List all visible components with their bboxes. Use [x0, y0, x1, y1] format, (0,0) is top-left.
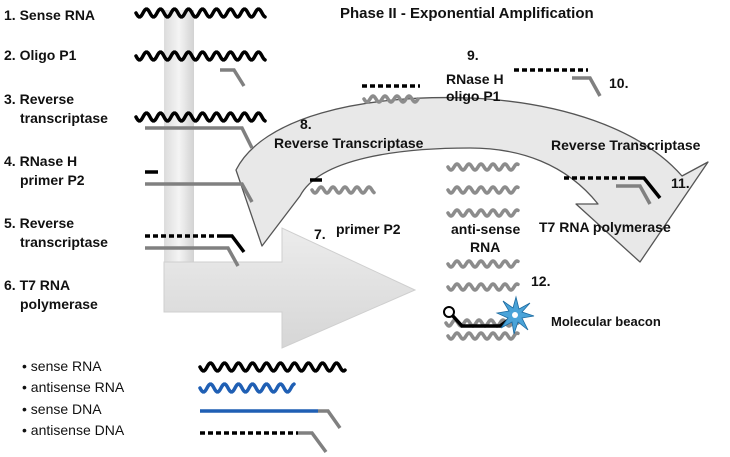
step-list: 1. Sense RNA 2. Oligo P1 3. Reverse tran… [4, 7, 108, 312]
svg-text:• antisense RNA: • antisense RNA [22, 379, 125, 395]
legend-label: sense DNA [31, 401, 102, 417]
legend-item-antisense-dna: • antisense DNA [22, 422, 328, 454]
legend-swatch-sense-rna [198, 361, 347, 373]
step-3-label: 3. Reverse [4, 91, 74, 107]
cycle-molecules [310, 68, 662, 341]
molecular-beacon-icon [443, 295, 535, 335]
center-label-line1: anti-sense [451, 221, 520, 237]
legend-bullet: • [22, 379, 27, 395]
step-3-label-line2: transcriptase [20, 110, 108, 126]
legend-swatch-antisense-rna [198, 382, 296, 394]
step-2-label: 2. Oligo P1 [4, 47, 77, 63]
legend-bullet: • [22, 422, 27, 438]
cycle-labels: 9. RNase H oligo P1 10. 8. Reverse Trans… [274, 47, 701, 329]
sense-rna-wave [134, 7, 267, 19]
legend-label: antisense RNA [31, 379, 125, 395]
sense-rna-wave [134, 50, 267, 62]
step-9-num: 9. [467, 47, 479, 63]
antisense-rna-wave [446, 208, 520, 218]
legend-item-antisense-rna: • antisense RNA [22, 379, 296, 395]
step-molecules [134, 7, 267, 267]
step-5-label-line2: transcriptase [20, 234, 108, 250]
legend-label: antisense DNA [31, 422, 125, 438]
step-9-line2: oligo P1 [446, 88, 501, 104]
sense-dna-strand [145, 126, 254, 149]
svg-text:• antisense DNA: • antisense DNA [22, 422, 125, 438]
antisense-dna-tail [628, 176, 662, 200]
step-12-num: 12. [531, 273, 550, 289]
oligo-p1 [572, 76, 602, 97]
step-11-bottom-label: T7 RNA polymerase [539, 219, 671, 235]
step-6-label: 6. T7 RNA [4, 277, 70, 293]
svg-text:• sense RNA: • sense RNA [22, 358, 102, 374]
step-4-label: 4. RNase H [4, 153, 77, 169]
oligo-p1 [220, 68, 246, 87]
legend-item-sense-rna: • sense RNA [22, 358, 347, 374]
step-6-label-line2: polymerase [20, 296, 98, 312]
sense-dna-strand [145, 246, 240, 267]
legend-swatch-antisense-dna-tail [298, 431, 328, 454]
legend-label: sense RNA [31, 358, 102, 374]
page-title: Phase II - Exponential Amplification [340, 5, 594, 22]
step-8-label: Reverse Transcriptase [274, 135, 424, 151]
step-8-num: 8. [300, 116, 312, 132]
sense-dna-strand [145, 182, 254, 203]
antisense-rna-wave [446, 282, 520, 292]
antisense-dna-tail [218, 234, 246, 254]
antisense-rna-wave [446, 185, 520, 195]
molecular-beacon-label: Molecular beacon [551, 314, 661, 329]
legend-item-sense-dna: • sense DNA [22, 401, 342, 430]
fluorescence-star-icon [495, 295, 535, 335]
antisense-rna-wave [362, 94, 420, 104]
step-10-num: 10. [609, 75, 628, 91]
antisense-rna-wave [446, 259, 520, 269]
svg-text:• sense DNA: • sense DNA [22, 401, 102, 417]
cycle-arrow-icon [235, 96, 709, 263]
center-label-line2: RNA [470, 239, 500, 255]
antisense-rna-wave [446, 331, 520, 341]
sense-dna-strand [616, 184, 652, 205]
legend: • sense RNA • antisense RNA • sense DNA … [22, 358, 347, 454]
step-7-label: primer P2 [336, 221, 401, 237]
step-9-line1: RNase H [446, 71, 504, 87]
sense-rna-wave [134, 111, 267, 123]
step-1-label: 1. Sense RNA [4, 7, 95, 23]
step-11-top-label: Reverse Transcriptase [551, 137, 701, 153]
step-7-num: 7. [314, 226, 326, 242]
antisense-rna-wave [310, 185, 376, 195]
antisense-rna-wave [446, 162, 520, 172]
legend-bullet: • [22, 401, 27, 417]
legend-bullet: • [22, 358, 27, 374]
legend-swatch-sense-dna-tail [318, 409, 342, 430]
step-5-label: 5. Reverse [4, 215, 74, 231]
step-4-label-line2: primer P2 [20, 172, 85, 188]
step-11-num: 11. [671, 175, 690, 191]
